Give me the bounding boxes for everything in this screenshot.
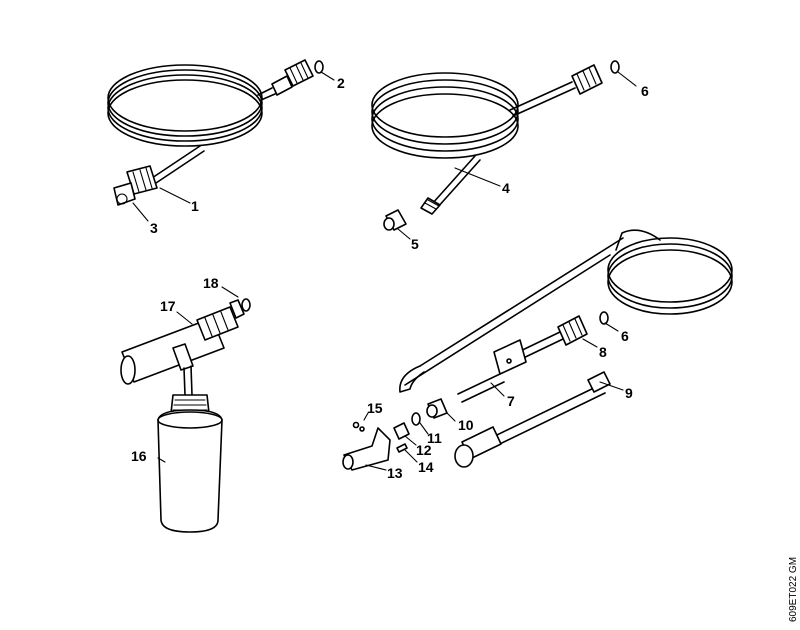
o-ring-6-lower (599, 311, 609, 325)
drawing-code: 609ET022 GM (788, 557, 799, 622)
o-ring-6-upper (610, 60, 620, 74)
nozzle-insert-12 (393, 422, 410, 440)
nozzle-10 (426, 398, 448, 419)
pin-14 (396, 443, 408, 453)
callout-11: 11 (427, 430, 442, 446)
callout-14: 14 (418, 459, 434, 475)
bottle-16 (157, 394, 223, 533)
o-ring-11 (411, 412, 421, 426)
callout-8: 8 (599, 344, 607, 360)
nozzle-8 (557, 315, 588, 346)
callout-7: 7 (507, 393, 515, 409)
cap-5 (383, 209, 407, 231)
hose-assembly-1 (107, 59, 314, 206)
callout-6-upper: 6 (641, 83, 649, 99)
callout-10: 10 (458, 417, 474, 433)
callout-16: 16 (131, 448, 147, 464)
callout-1: 1 (191, 198, 199, 214)
spray-lance-9 (399, 229, 733, 468)
callout-12: 12 (416, 442, 432, 458)
callout-13: 13 (387, 465, 403, 481)
o-ring-18 (241, 298, 251, 312)
injector-17 (120, 299, 245, 396)
screw-15 (352, 421, 365, 432)
spray-head-13 (342, 427, 391, 471)
callout-9: 9 (625, 385, 633, 401)
callout-4: 4 (502, 180, 510, 196)
callout-18: 18 (203, 275, 219, 291)
callout-2: 2 (337, 75, 345, 91)
lance-7 (457, 331, 564, 403)
callout-6-lower: 6 (621, 328, 629, 344)
o-ring-2 (314, 60, 324, 74)
callout-5: 5 (411, 236, 419, 252)
leader-lines (132, 71, 637, 471)
callout-17: 17 (160, 298, 176, 314)
callout-15: 15 (367, 400, 383, 416)
hose-assembly-4 (371, 64, 603, 215)
callout-labels: 1 2 3 4 5 6 6 7 8 9 10 11 12 13 14 15 16… (131, 75, 649, 481)
callout-3: 3 (150, 220, 158, 236)
